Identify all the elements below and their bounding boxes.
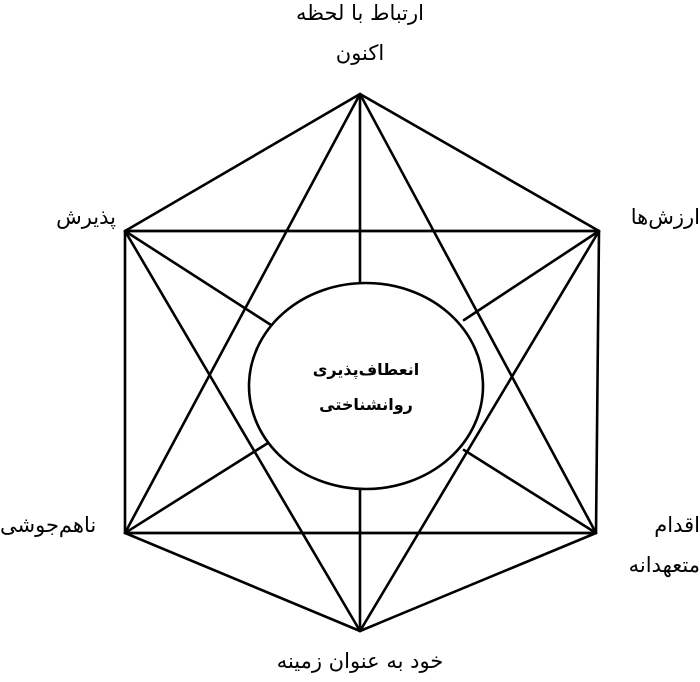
- node-present-moment: ارتباط با لحظه اکنون: [250, 0, 470, 74]
- center-circle: [247, 281, 485, 491]
- node-values-line1: ارزش‌ها: [630, 205, 700, 229]
- node-self-as-context: خود به عنوان زمینه: [230, 642, 490, 682]
- spoke-upper-right: [462, 229, 601, 322]
- spoke-upper-left: [123, 229, 273, 327]
- center-label-line1: انعطاف‌پذیری: [312, 360, 420, 379]
- node-committed-action: اقدام متعهدانه: [596, 506, 700, 586]
- node-defusion-line1: ناهم‌جوشی: [0, 513, 97, 537]
- node-committed-action-line2: متعهدانه: [628, 552, 700, 577]
- center-label-line2: روانشناختی: [319, 395, 413, 415]
- node-acceptance: پذیرش: [20, 198, 116, 238]
- spoke-lower-left: [123, 441, 270, 535]
- triangle-bottom-pointing: [123, 229, 601, 633]
- center-label: انعطاف‌پذیری روانشناختی: [266, 352, 466, 422]
- node-defusion: ناهم‌جوشی: [0, 506, 120, 546]
- node-present-moment-line1: ارتباط با لحظه: [295, 1, 424, 25]
- node-present-moment-line2: اکنون: [335, 40, 385, 65]
- node-committed-action-line1: اقدام: [654, 513, 700, 537]
- spoke-lower-right: [462, 448, 598, 535]
- node-acceptance-line1: پذیرش: [56, 205, 116, 229]
- node-values: ارزش‌ها: [606, 198, 700, 238]
- node-self-as-context-line1: خود به عنوان زمینه: [276, 649, 444, 673]
